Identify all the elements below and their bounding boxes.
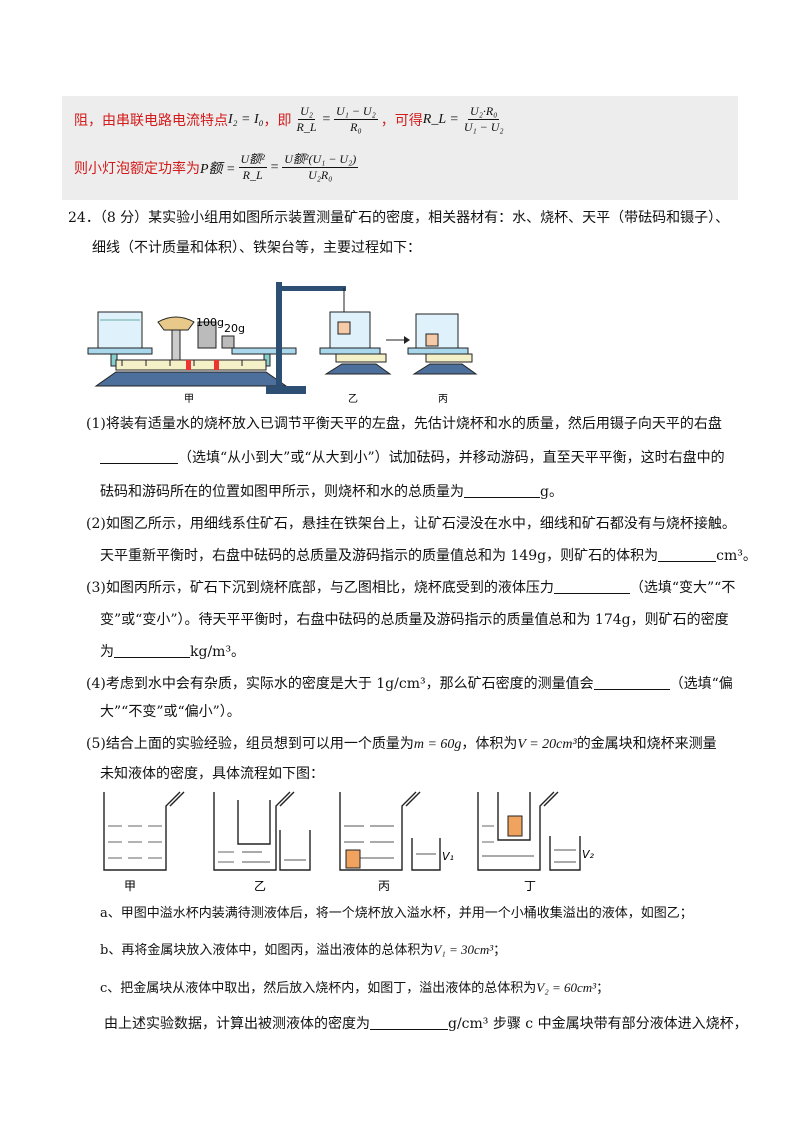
q4-line-b: 大”“不变”或“偏小”）。 bbox=[100, 704, 241, 720]
math-eq: I₂ = I₀ bbox=[228, 111, 264, 127]
label-yi: 乙 bbox=[348, 393, 358, 405]
figure-balance: 100g 20g 甲 乙 丙 bbox=[87, 282, 478, 405]
answer-blank[interactable] bbox=[114, 642, 190, 658]
label-v2: V₂ bbox=[582, 848, 595, 861]
label-jia: 甲 bbox=[184, 394, 194, 405]
answer-blank[interactable] bbox=[100, 448, 178, 464]
label-100g: 100g bbox=[196, 316, 224, 329]
q1-line-a: (1)将装有适量水的烧杯放入已调节平衡天平的左盘，先估计烧杯和水的质量，然后用镊… bbox=[86, 416, 722, 432]
label-jia-2: 甲 bbox=[124, 879, 136, 893]
answer-text: ，可得 bbox=[380, 112, 423, 129]
step-c: c、把金属块从液体中取出，然后放入烧杯内，如图丁，溢出液体的总体积为V₂ = 6… bbox=[100, 980, 610, 996]
answer-blank[interactable] bbox=[553, 578, 630, 594]
label-bing: 丙 bbox=[438, 394, 448, 405]
label-yi-2: 乙 bbox=[254, 879, 266, 893]
answer-text: ，即 bbox=[263, 112, 292, 129]
step-a: a、甲图中溢水杯内装满待测液体后，将一个烧杯放入溢水杯，并用一个小桶收集溢出的液… bbox=[100, 906, 693, 921]
answer-blank[interactable] bbox=[464, 482, 540, 498]
answer-blank[interactable] bbox=[658, 546, 717, 562]
answer-blank[interactable] bbox=[593, 674, 670, 690]
figure-overflow: V₁ V₂ 甲 乙 丙 丁 bbox=[103, 791, 595, 893]
question-header-2: 细线（不计质量和体积）、铁架台等，主要过程如下： bbox=[92, 240, 421, 256]
balance-bing: 丙 bbox=[407, 313, 478, 405]
label-ding-2: 丁 bbox=[524, 879, 536, 893]
stand-yi: 乙 bbox=[266, 282, 392, 405]
answer-text: 则小灯泡额定功率为 bbox=[74, 160, 200, 177]
q2-line-b: 天平重新平衡时，右盘中砝码的总质量及游码指示的质量值总和为 149g，则矿石的体… bbox=[100, 546, 757, 564]
label-bing-2: 丙 bbox=[378, 879, 390, 893]
answer-text: 阻，由串联电路电流特点 bbox=[74, 112, 228, 129]
q1-line-b: （选填“从小到大”或“从大到小”）试加砝码，并移动游码，直至天平平衡，这时右盘中… bbox=[100, 448, 725, 468]
label-20g: 20g bbox=[224, 322, 245, 335]
step-b: b、再将金属块放入液体中，如图丙，溢出液体的总体积为V₁ = 30cm³； bbox=[100, 942, 507, 958]
q2-line-a: (2)如图乙所示，用细线系住矿石，悬挂在铁架台上，让矿石浸没在水中，细线和矿石都… bbox=[86, 516, 736, 532]
fraction: U额²(U₁ − U₂)U₂R₀ bbox=[282, 152, 359, 182]
answer-blank[interactable] bbox=[370, 1014, 448, 1030]
q4-line-a: (4)考虑到水中会有杂质，实际水的密度是大于 1g/cm³，那么矿石密度的测量值… bbox=[86, 674, 733, 692]
question-header: 24．（8 分）某实验小组用如图所示装置测量矿石的密度，相关器材有：水、烧杯、天… bbox=[68, 210, 730, 226]
math-eq: P额 = bbox=[200, 161, 236, 177]
balance-jia: 100g 20g 甲 bbox=[87, 311, 297, 405]
q3-line-a: (3)如图丙所示，矿石下沉到烧杯底部，与乙图相比，烧杯底受到的液体压力（选填“变… bbox=[86, 578, 736, 596]
label-v1: V₁ bbox=[442, 850, 454, 863]
q5-line-b: 未知液体的密度，具体流程如下图： bbox=[100, 766, 324, 782]
q3-line-b: 变”或“变小”）。待天平平衡时，右盘中砝码的总质量及游码指示的质量值总和为 17… bbox=[100, 612, 729, 628]
math-eq: R_L = bbox=[422, 111, 459, 127]
q5-line-a: (5)结合上面的实验经验，组员想到可以用一个质量为m = 60g，体积为V = … bbox=[86, 736, 717, 752]
